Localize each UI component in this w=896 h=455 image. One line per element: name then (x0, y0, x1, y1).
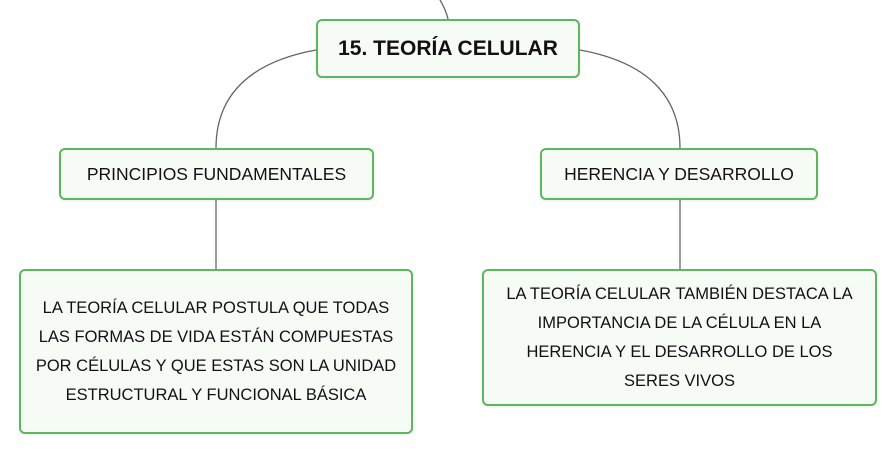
detail-text: LA TEORÍA CELULAR TAMBIÉN DESTACA LA IMP… (506, 284, 853, 390)
branch-label: HERENCIA Y DESARROLLO (564, 163, 794, 184)
branch-label: PRINCIPIOS FUNDAMENTALES (86, 163, 347, 184)
detail-text: LA TEORÍA CELULAR POSTULA QUE TODAS LAS … (35, 298, 397, 404)
branch-node-principios-fundamentales[interactable]: PRINCIPIOS FUNDAMENTALES (59, 148, 374, 200)
branch-node-herencia-y-desarrollo[interactable]: HERENCIA Y DESARROLLO (540, 148, 818, 200)
detail-node-herencia-y-desarrollo[interactable]: LA TEORÍA CELULAR TAMBIÉN DESTACA LA IMP… (482, 269, 877, 406)
root-topic-label: 15. TEORÍA CELULAR (338, 36, 558, 60)
root-topic-node[interactable]: 15. TEORÍA CELULAR (316, 19, 580, 78)
connector-root-to-right (579, 49, 681, 149)
connector-root-to-left (215, 49, 317, 149)
detail-node-principios-fundamentales[interactable]: LA TEORÍA CELULAR POSTULA QUE TODAS LAS … (19, 269, 413, 434)
incoming-connector (439, 0, 449, 20)
